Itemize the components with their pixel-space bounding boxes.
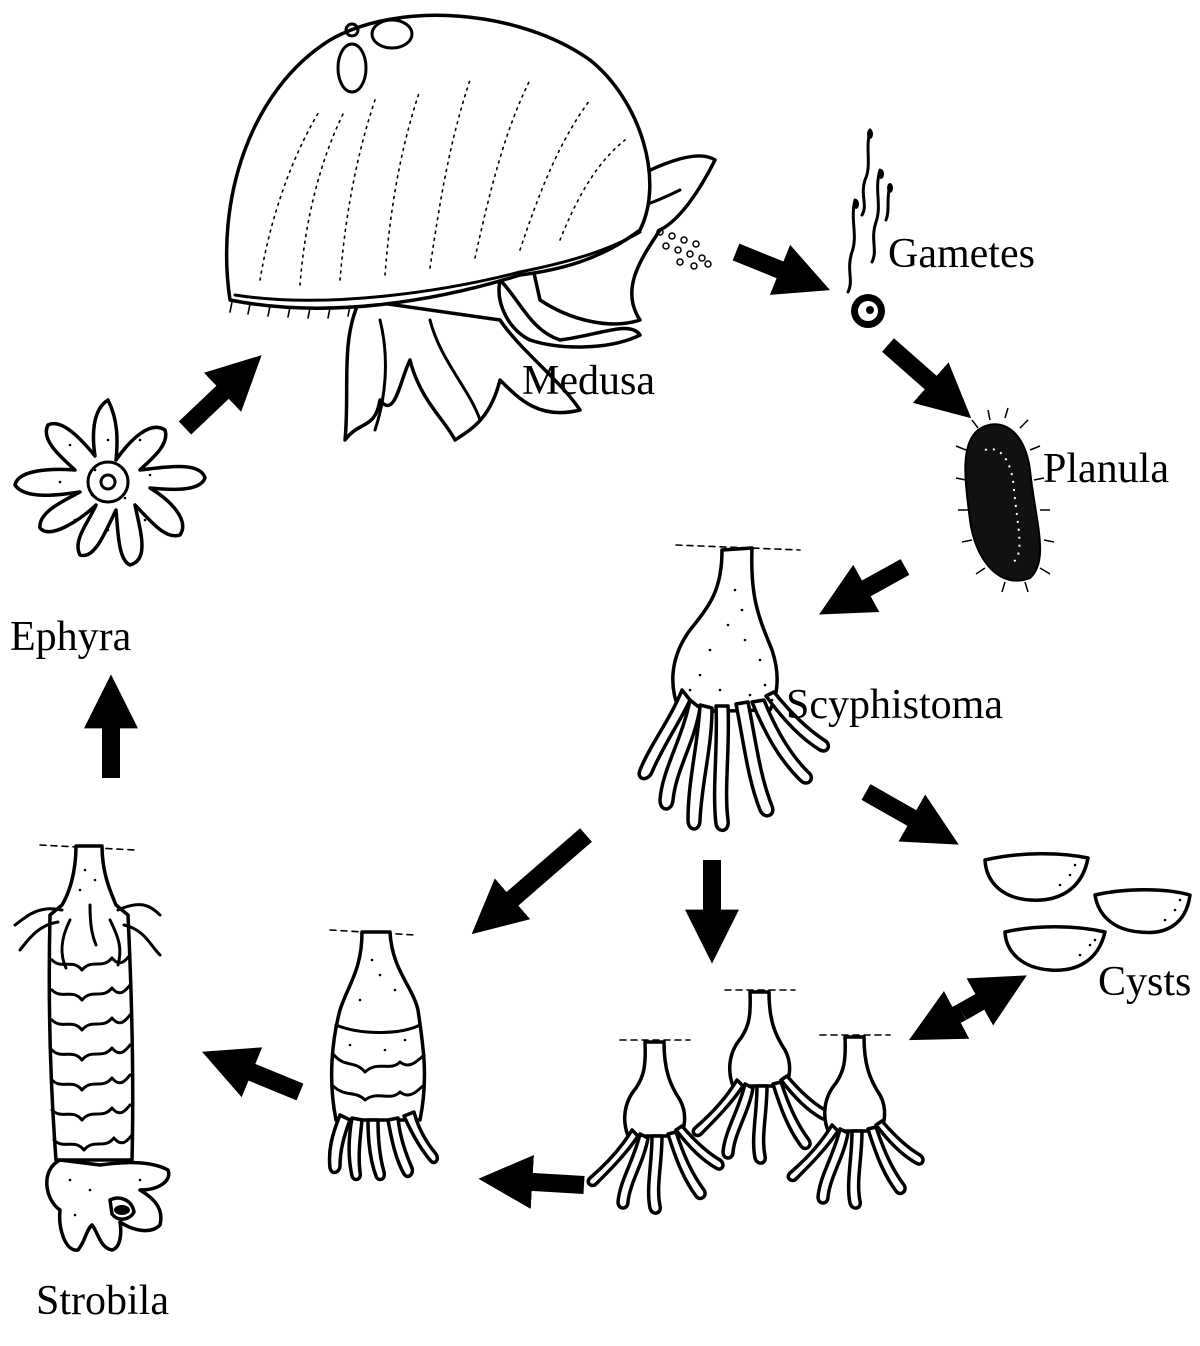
planula-label: Planula <box>1043 446 1169 492</box>
strobila-illustration <box>13 844 171 1252</box>
gametes-label: Gametes <box>888 231 1035 277</box>
ephyra-illustration <box>13 398 207 567</box>
scyphistoma-illustration <box>637 544 831 833</box>
arrow-colony-to-early-strobila <box>478 1154 585 1209</box>
arrow-early-strobila-to-strobila <box>202 1047 304 1101</box>
arrow-planula-to-scyphistoma <box>819 559 910 615</box>
arrow-scyphistoma-to-early-strobila <box>471 828 592 935</box>
early-strobila-illustration <box>327 929 440 1182</box>
ephyra-label: Ephyra <box>10 614 132 660</box>
arrow-medusa-to-gametes <box>732 243 831 295</box>
planula-illustration <box>955 407 1055 593</box>
gametes-illustration <box>846 128 893 328</box>
strobila-label: Strobila <box>36 1278 169 1324</box>
medusa-illustration <box>224 13 717 442</box>
arrow-cysts-colony-bidirectional <box>908 975 1027 1041</box>
arrow-gametes-to-planula <box>882 338 972 419</box>
scyphistoma-label: Scyphistoma <box>786 682 1003 728</box>
polyp-colony-illustration <box>586 988 925 1215</box>
arrow-ephyra-to-medusa <box>178 355 262 435</box>
cysts-label: Cysts <box>1098 959 1191 1005</box>
arrow-scyphistoma-to-cysts <box>861 784 959 845</box>
cysts-illustration <box>983 851 1192 972</box>
medusa-label: Medusa <box>522 358 655 404</box>
